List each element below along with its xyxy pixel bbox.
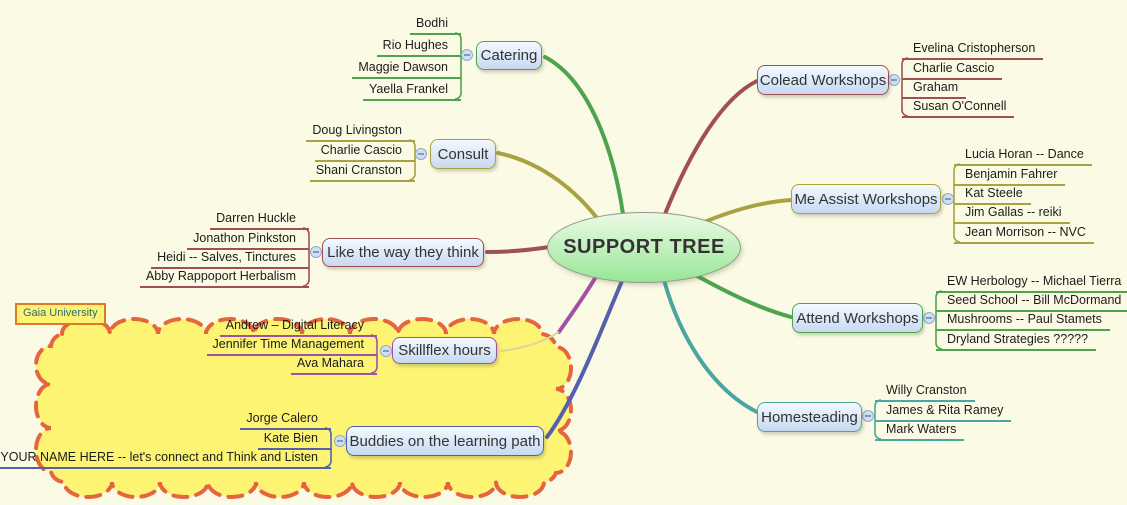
child-topic[interactable]: Doug Livingston xyxy=(306,121,415,142)
child-topic[interactable]: Jennifer Time Management xyxy=(206,335,377,356)
branch-topic-buddies[interactable]: Buddies on the learning path xyxy=(346,426,544,456)
child-topic[interactable]: Willy Cranston xyxy=(875,381,975,402)
branch-curve-skillflex-inside-cloud xyxy=(499,331,560,352)
collapse-button-skillflex-hours[interactable] xyxy=(380,345,392,357)
collapse-button-attend-workshops[interactable] xyxy=(923,312,935,324)
child-topic[interactable]: YOUR NAME HERE -- let's connect and Thin… xyxy=(0,448,331,469)
branch-curve-skillflex-hours xyxy=(557,273,599,334)
child-topic[interactable]: Jim Gallas -- reiki xyxy=(954,203,1070,224)
collapse-button-homesteading[interactable] xyxy=(862,410,874,422)
branch-topic-consult[interactable]: Consult xyxy=(430,139,496,169)
child-topic[interactable]: James & Rita Ramey xyxy=(875,401,1012,422)
branch-curve-colead-workshops xyxy=(663,79,759,216)
child-topic[interactable]: Lucia Horan -- Dance xyxy=(954,145,1092,166)
branch-curve-consult xyxy=(496,151,599,220)
collapse-button-me-assist-workshops[interactable] xyxy=(942,193,954,205)
child-topic[interactable]: Kate Bien xyxy=(257,429,331,450)
branch-topic-homesteading[interactable]: Homesteading xyxy=(757,402,862,432)
child-topic[interactable]: Evelina Cristopherson xyxy=(902,39,1044,60)
child-topic[interactable]: Shani Cranston xyxy=(309,161,415,182)
child-topic[interactable]: Charlie Cascio xyxy=(314,141,415,162)
branch-topic-me-assist-workshops[interactable]: Me Assist Workshops xyxy=(791,184,941,214)
branch-curves xyxy=(485,55,793,439)
child-topic[interactable]: Jonathon Pinkston xyxy=(187,229,309,250)
collapse-button-consult[interactable] xyxy=(415,148,427,160)
branch-curve-buddies xyxy=(545,279,624,439)
child-topic[interactable]: Rio Hughes xyxy=(376,36,461,57)
child-topic[interactable]: Charlie Cascio xyxy=(902,59,1003,80)
child-topic[interactable]: Heidi -- Salves, Tinctures xyxy=(151,248,309,269)
collapse-button-colead-workshops[interactable] xyxy=(888,74,900,86)
child-topic[interactable]: Maggie Dawson xyxy=(352,58,461,79)
branch-topic-skillflex-hours[interactable]: Skillflex hours xyxy=(392,337,497,364)
branch-topic-catering[interactable]: Catering xyxy=(476,41,542,70)
child-topic[interactable]: Bodhi xyxy=(410,14,461,35)
child-topic[interactable]: EW Herbology -- Michael Tierra xyxy=(936,272,1127,293)
branch-topic-attend-workshops[interactable]: Attend Workshops xyxy=(792,303,923,333)
child-topic[interactable]: Yaella Frankel xyxy=(363,80,461,101)
branch-curve-like-the-way-they-think xyxy=(485,245,551,254)
child-topic[interactable]: Graham xyxy=(902,78,967,99)
collapse-button-buddies[interactable] xyxy=(334,435,346,447)
collapse-button-like-the-way-they-think[interactable] xyxy=(310,246,322,258)
child-topic[interactable]: Jorge Calero xyxy=(240,409,331,430)
child-topic[interactable]: Kat Steele xyxy=(954,184,1031,205)
cloud-label[interactable]: Gaia University xyxy=(15,303,106,325)
collapse-button-catering[interactable] xyxy=(461,49,473,61)
child-topic[interactable]: Andrew – Digital Literacy xyxy=(219,316,377,337)
branch-topic-like-the-way-they-think[interactable]: Like the way they think xyxy=(322,238,484,267)
child-topic[interactable]: Ava Mahara xyxy=(290,354,377,375)
branch-curve-catering xyxy=(543,55,625,216)
child-topic[interactable]: Darren Huckle xyxy=(210,209,309,230)
branch-curve-attend-workshops xyxy=(688,270,793,319)
child-topic[interactable]: Mushrooms -- Paul Stamets xyxy=(936,310,1110,331)
child-topic[interactable]: Susan O'Connell xyxy=(902,97,1015,118)
child-topic[interactable]: Seed School -- Bill McDormand xyxy=(936,291,1127,312)
central-topic[interactable]: SUPPORT TREE xyxy=(547,212,741,283)
child-topic[interactable]: Benjamin Fahrer xyxy=(954,165,1066,186)
child-topic[interactable]: Mark Waters xyxy=(875,420,965,441)
child-topic[interactable]: Jean Morrison -- NVC xyxy=(954,223,1094,244)
branch-curve-homesteading xyxy=(662,278,759,414)
child-topic[interactable]: Dryland Strategies ????? xyxy=(936,330,1097,351)
child-topic[interactable]: Abby Rappoport Herbalism xyxy=(139,267,309,288)
branch-topic-colead-workshops[interactable]: Colead Workshops xyxy=(757,65,889,95)
